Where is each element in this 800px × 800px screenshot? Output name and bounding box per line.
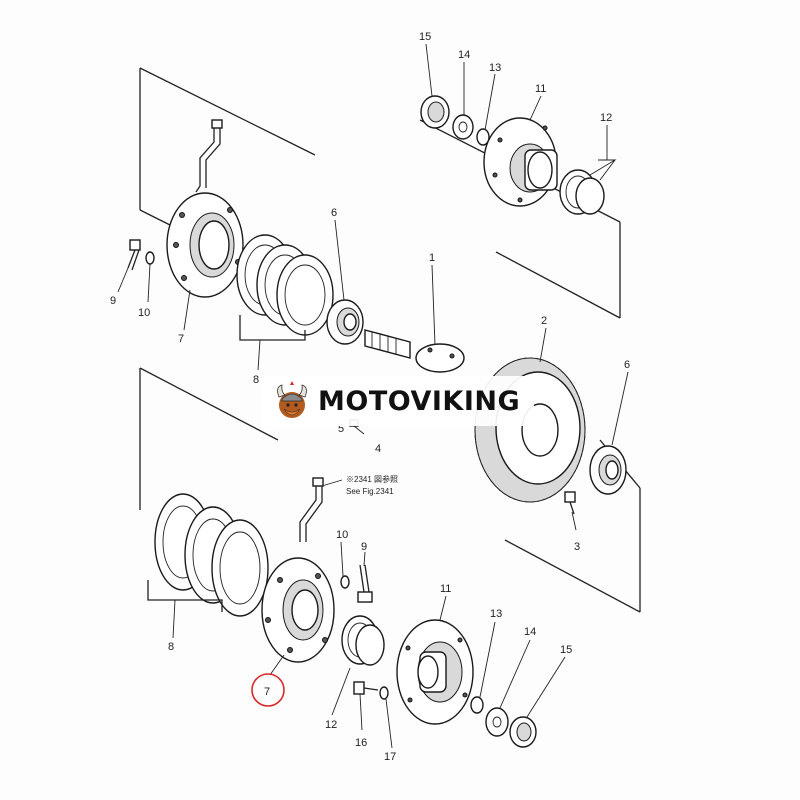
leader-lines (117, 43, 629, 749)
label-6b: 6 (624, 359, 630, 371)
watermark-banner: MOTOVIKING (262, 376, 534, 426)
upper-seal-12 (559, 169, 605, 215)
upper-bolt-9 (127, 239, 141, 271)
right-bearing-6 (589, 445, 627, 495)
label-10b: 10 (336, 529, 348, 541)
watermark-text: MOTOVIKING (318, 385, 521, 417)
label-7: 7 (178, 333, 184, 345)
label-7b: 7 (264, 686, 270, 698)
upper-washer-14 (452, 114, 474, 140)
viking-mascot-logo (277, 381, 307, 418)
washer-17 (379, 686, 389, 700)
bolt-3 (564, 491, 576, 515)
upper-ring-13 (476, 128, 490, 146)
pinion-shaft-1 (364, 329, 465, 373)
bolt-16 (353, 681, 379, 695)
label-12: 12 (600, 112, 612, 124)
label-2: 2 (541, 315, 547, 327)
label-6: 6 (331, 207, 337, 219)
label-10: 10 (138, 307, 150, 319)
label-15b: 15 (560, 644, 572, 656)
upper-washer-10 (145, 251, 155, 265)
upper-hub-11 (483, 117, 558, 207)
upper-pipe (195, 119, 223, 193)
part-labels: 15 14 13 11 12 6 1 2 6 9 10 7 8 5 4 3 10… (110, 31, 630, 763)
note-line-2: See Fig.2341 (346, 487, 394, 496)
lower-flange-housing (261, 557, 335, 663)
label-15: 15 (419, 31, 431, 43)
lower-washer-14 (485, 707, 509, 737)
label-13: 13 (489, 62, 501, 74)
note-line-1: ※2341 図参照 (346, 474, 398, 484)
label-17: 17 (384, 751, 396, 763)
lower-shims (147, 493, 269, 617)
label-9: 9 (110, 295, 116, 307)
label-5: 5 (338, 423, 344, 435)
lower-hub-11 (396, 619, 474, 725)
lower-bolt-9 (357, 564, 373, 603)
upper-flange-housing (166, 192, 244, 298)
label-14b: 14 (524, 626, 536, 638)
label-13b: 13 (490, 608, 502, 620)
highlight-circle (251, 673, 285, 707)
label-12b: 12 (325, 719, 337, 731)
upper-shims (236, 234, 334, 341)
label-14: 14 (458, 49, 470, 61)
lower-washer-10 (340, 575, 350, 589)
upper-bearing-15 (420, 95, 450, 129)
lower-pipe (299, 477, 343, 542)
label-9b: 9 (361, 541, 367, 553)
lower-seal-12 (341, 615, 385, 666)
label-11: 11 (535, 83, 546, 95)
label-16: 16 (355, 737, 367, 749)
reference-note: ※2341 図参照 See Fig.2341 (346, 474, 398, 496)
label-1: 1 (429, 252, 435, 264)
label-3: 3 (574, 541, 580, 553)
upper-bearing-6 (326, 299, 364, 345)
label-8: 8 (253, 374, 259, 386)
label-4: 4 (375, 443, 381, 455)
label-8b: 8 (168, 641, 174, 653)
lower-ring-13 (470, 696, 484, 714)
lower-bearing-15 (509, 716, 537, 748)
label-11b: 11 (440, 583, 451, 595)
